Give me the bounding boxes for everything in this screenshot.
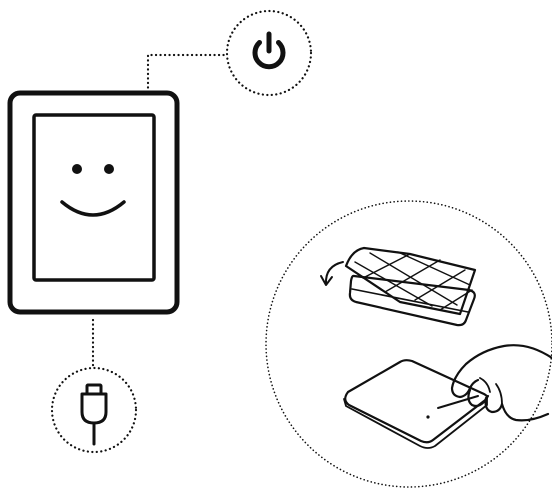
reset-illustration	[265, 200, 552, 488]
left-eye	[72, 164, 82, 174]
right-eye	[104, 164, 114, 174]
usb-callout	[50, 366, 138, 454]
power-connector	[146, 53, 230, 94]
press-reset-step	[343, 344, 552, 449]
open-cover-step	[320, 246, 477, 327]
hand-icon	[450, 344, 552, 422]
reset-hole	[426, 415, 430, 419]
cover-pattern	[354, 251, 473, 311]
device-screen	[32, 113, 156, 282]
power-callout	[225, 9, 313, 97]
e-reader-device	[7, 90, 180, 315]
tablet-base	[348, 274, 476, 327]
curved-arrow-icon	[324, 261, 344, 285]
usb-plug-icon	[80, 383, 108, 446]
reset-pin	[437, 395, 479, 409]
smile	[60, 200, 126, 217]
power-icon	[252, 31, 286, 70]
smiley-face-icon	[60, 164, 126, 217]
tablet-back	[344, 359, 489, 444]
